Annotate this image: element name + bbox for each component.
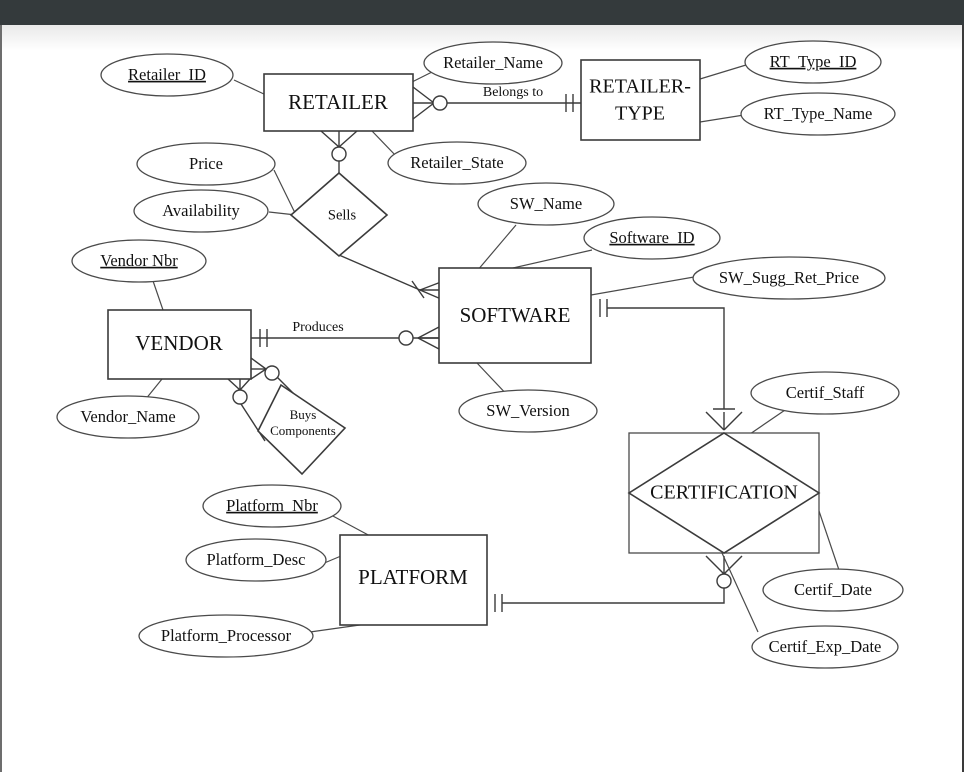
entity-platform-label: PLATFORM (358, 565, 468, 589)
attribute-certif-exp-date[interactable]: Certif_Exp_Date (751, 625, 899, 669)
attribute-platform-processor[interactable]: Platform_Processor (138, 614, 314, 658)
relationship-buys-components-label-line1: Buys (290, 407, 317, 422)
attribute-certif-date-label: Certif_Date (794, 580, 872, 599)
entity-retailer-type-label-line1: RETAILER- (589, 76, 691, 98)
cardinality-retailertype-belongs-to (565, 94, 574, 112)
attribute-platform-desc[interactable]: Platform_Desc (185, 538, 327, 582)
attribute-vendor-name[interactable]: Vendor_Name (56, 395, 200, 439)
relationship-belongs-to-label: Belongs to (483, 85, 543, 100)
entity-vendor[interactable]: VENDOR (107, 309, 252, 380)
attribute-rt-type-name-label: RT_Type_Name (764, 104, 873, 123)
attribute-retailer-id[interactable]: Retailer_ID (100, 53, 234, 97)
attribute-rt-type-name[interactable]: RT_Type_Name (740, 92, 896, 136)
attribute-software-id-label: Software_ID (609, 228, 694, 247)
attribute-availability-label: Availability (162, 201, 240, 220)
relationship-sells[interactable]: Sells (289, 171, 389, 258)
entity-platform[interactable]: PLATFORM (339, 534, 488, 626)
edge-certif-exp-date (721, 552, 759, 633)
attribute-sw-version[interactable]: SW_Version (458, 389, 598, 433)
attribute-certif-exp-date-label: Certif_Exp_Date (769, 637, 882, 656)
attribute-platform-desc-label: Platform_Desc (207, 550, 306, 569)
cardinality-platform-certification (494, 594, 503, 612)
entity-retailer-label: RETAILER (288, 90, 388, 114)
attribute-software-id[interactable]: Software_ID (583, 216, 721, 260)
cardinality-certification-platform-optional (716, 573, 732, 589)
cardinality-certification-platform (705, 555, 743, 575)
cardinality-vendor-produces (259, 329, 268, 347)
entity-software-label: SOFTWARE (460, 303, 571, 327)
entity-certification-label: CERTIFICATION (650, 482, 798, 504)
entity-certification[interactable]: CERTIFICATION (627, 432, 821, 554)
edge-sw-name (476, 224, 517, 272)
entity-retailer-type-label-line2: TYPE (615, 103, 665, 125)
cardinality-software-certification (599, 299, 608, 317)
attribute-platform-nbr[interactable]: Platform_Nbr (202, 484, 342, 528)
edge-retailer-id (233, 79, 267, 96)
relationship-sells-label: Sells (328, 207, 357, 223)
attribute-vendor-nbr-label: Vendor Nbr (100, 251, 178, 270)
edge-sw-sugg-ret-price (590, 276, 695, 296)
attribute-certif-staff[interactable]: Certif_Staff (750, 371, 900, 415)
attribute-platform-processor-label: Platform_Processor (161, 626, 292, 645)
attribute-retailer-id-label: Retailer_ID (128, 65, 206, 84)
cardinality-retailer-sells (320, 130, 358, 162)
attribute-certif-staff-label: Certif_Staff (786, 383, 865, 402)
attribute-sw-sugg-ret-price[interactable]: SW_Sugg_Ret_Price (692, 256, 886, 300)
edge-price (273, 169, 297, 216)
edge-sells-software (338, 254, 421, 291)
attribute-vendor-nbr[interactable]: Vendor Nbr (71, 239, 207, 283)
attribute-sw-name[interactable]: SW_Name (477, 182, 615, 226)
cardinality-software-produces-optional (398, 330, 414, 346)
relationship-produces-label: Produces (292, 320, 343, 335)
entity-retailer-type[interactable]: RETAILER- TYPE (580, 59, 701, 141)
attribute-price-label: Price (189, 154, 223, 173)
attribute-sw-name-label: SW_Name (510, 194, 582, 213)
edge-rt-type-id (699, 64, 747, 80)
edge-platform-nbr (330, 514, 373, 538)
attribute-platform-nbr-label: Platform_Nbr (226, 496, 318, 515)
attribute-price[interactable]: Price (136, 142, 276, 186)
entity-software[interactable]: SOFTWARE (438, 267, 592, 364)
edge-rt-type-name (699, 114, 745, 123)
edge-vendor-nbr (151, 277, 164, 311)
attribute-retailer-state-label: Retailer_State (410, 153, 503, 172)
cardinality-vendor-buys-a (250, 357, 280, 381)
attribute-retailer-state[interactable]: Retailer_State (387, 141, 527, 185)
edge-certif-staff (749, 407, 789, 435)
cardinality-certification-software (705, 408, 743, 431)
cardinality-software-produces (417, 326, 440, 350)
er-diagram-svg: RETAILER RETAILER- TYPE SOFTWARE VENDOR … (56, 40, 904, 669)
attribute-vendor-name-label: Vendor_Name (80, 407, 175, 426)
relationship-buys-components-label-line2: Components (270, 423, 336, 438)
attribute-retailer-name[interactable]: Retailer_Name (423, 41, 563, 85)
edge-platform-certification (502, 588, 725, 604)
cardinality-retailer-belongs-to (412, 86, 448, 120)
attribute-retailer-name-label: Retailer_Name (443, 53, 543, 72)
attribute-rt-type-id[interactable]: RT_Type_ID (744, 40, 882, 84)
entity-retailer[interactable]: RETAILER (263, 73, 414, 132)
attribute-sw-sugg-ret-price-label: SW_Sugg_Ret_Price (719, 268, 859, 287)
cardinality-software-sells (411, 280, 442, 300)
relationship-buys-components[interactable]: Buys Components (257, 383, 347, 476)
attribute-rt-type-id-label: RT_Type_ID (770, 52, 857, 71)
cardinality-vendor-buys-b (227, 378, 251, 405)
entity-vendor-label: VENDOR (135, 331, 223, 355)
attribute-sw-version-label: SW_Version (486, 401, 569, 420)
window-titlebar (0, 0, 964, 25)
edge-certif-date (817, 507, 841, 574)
attribute-certif-date[interactable]: Certif_Date (762, 568, 904, 612)
attribute-availability[interactable]: Availability (133, 189, 269, 233)
edge-retailer-state (371, 130, 399, 159)
edge-software-certification (607, 307, 725, 409)
